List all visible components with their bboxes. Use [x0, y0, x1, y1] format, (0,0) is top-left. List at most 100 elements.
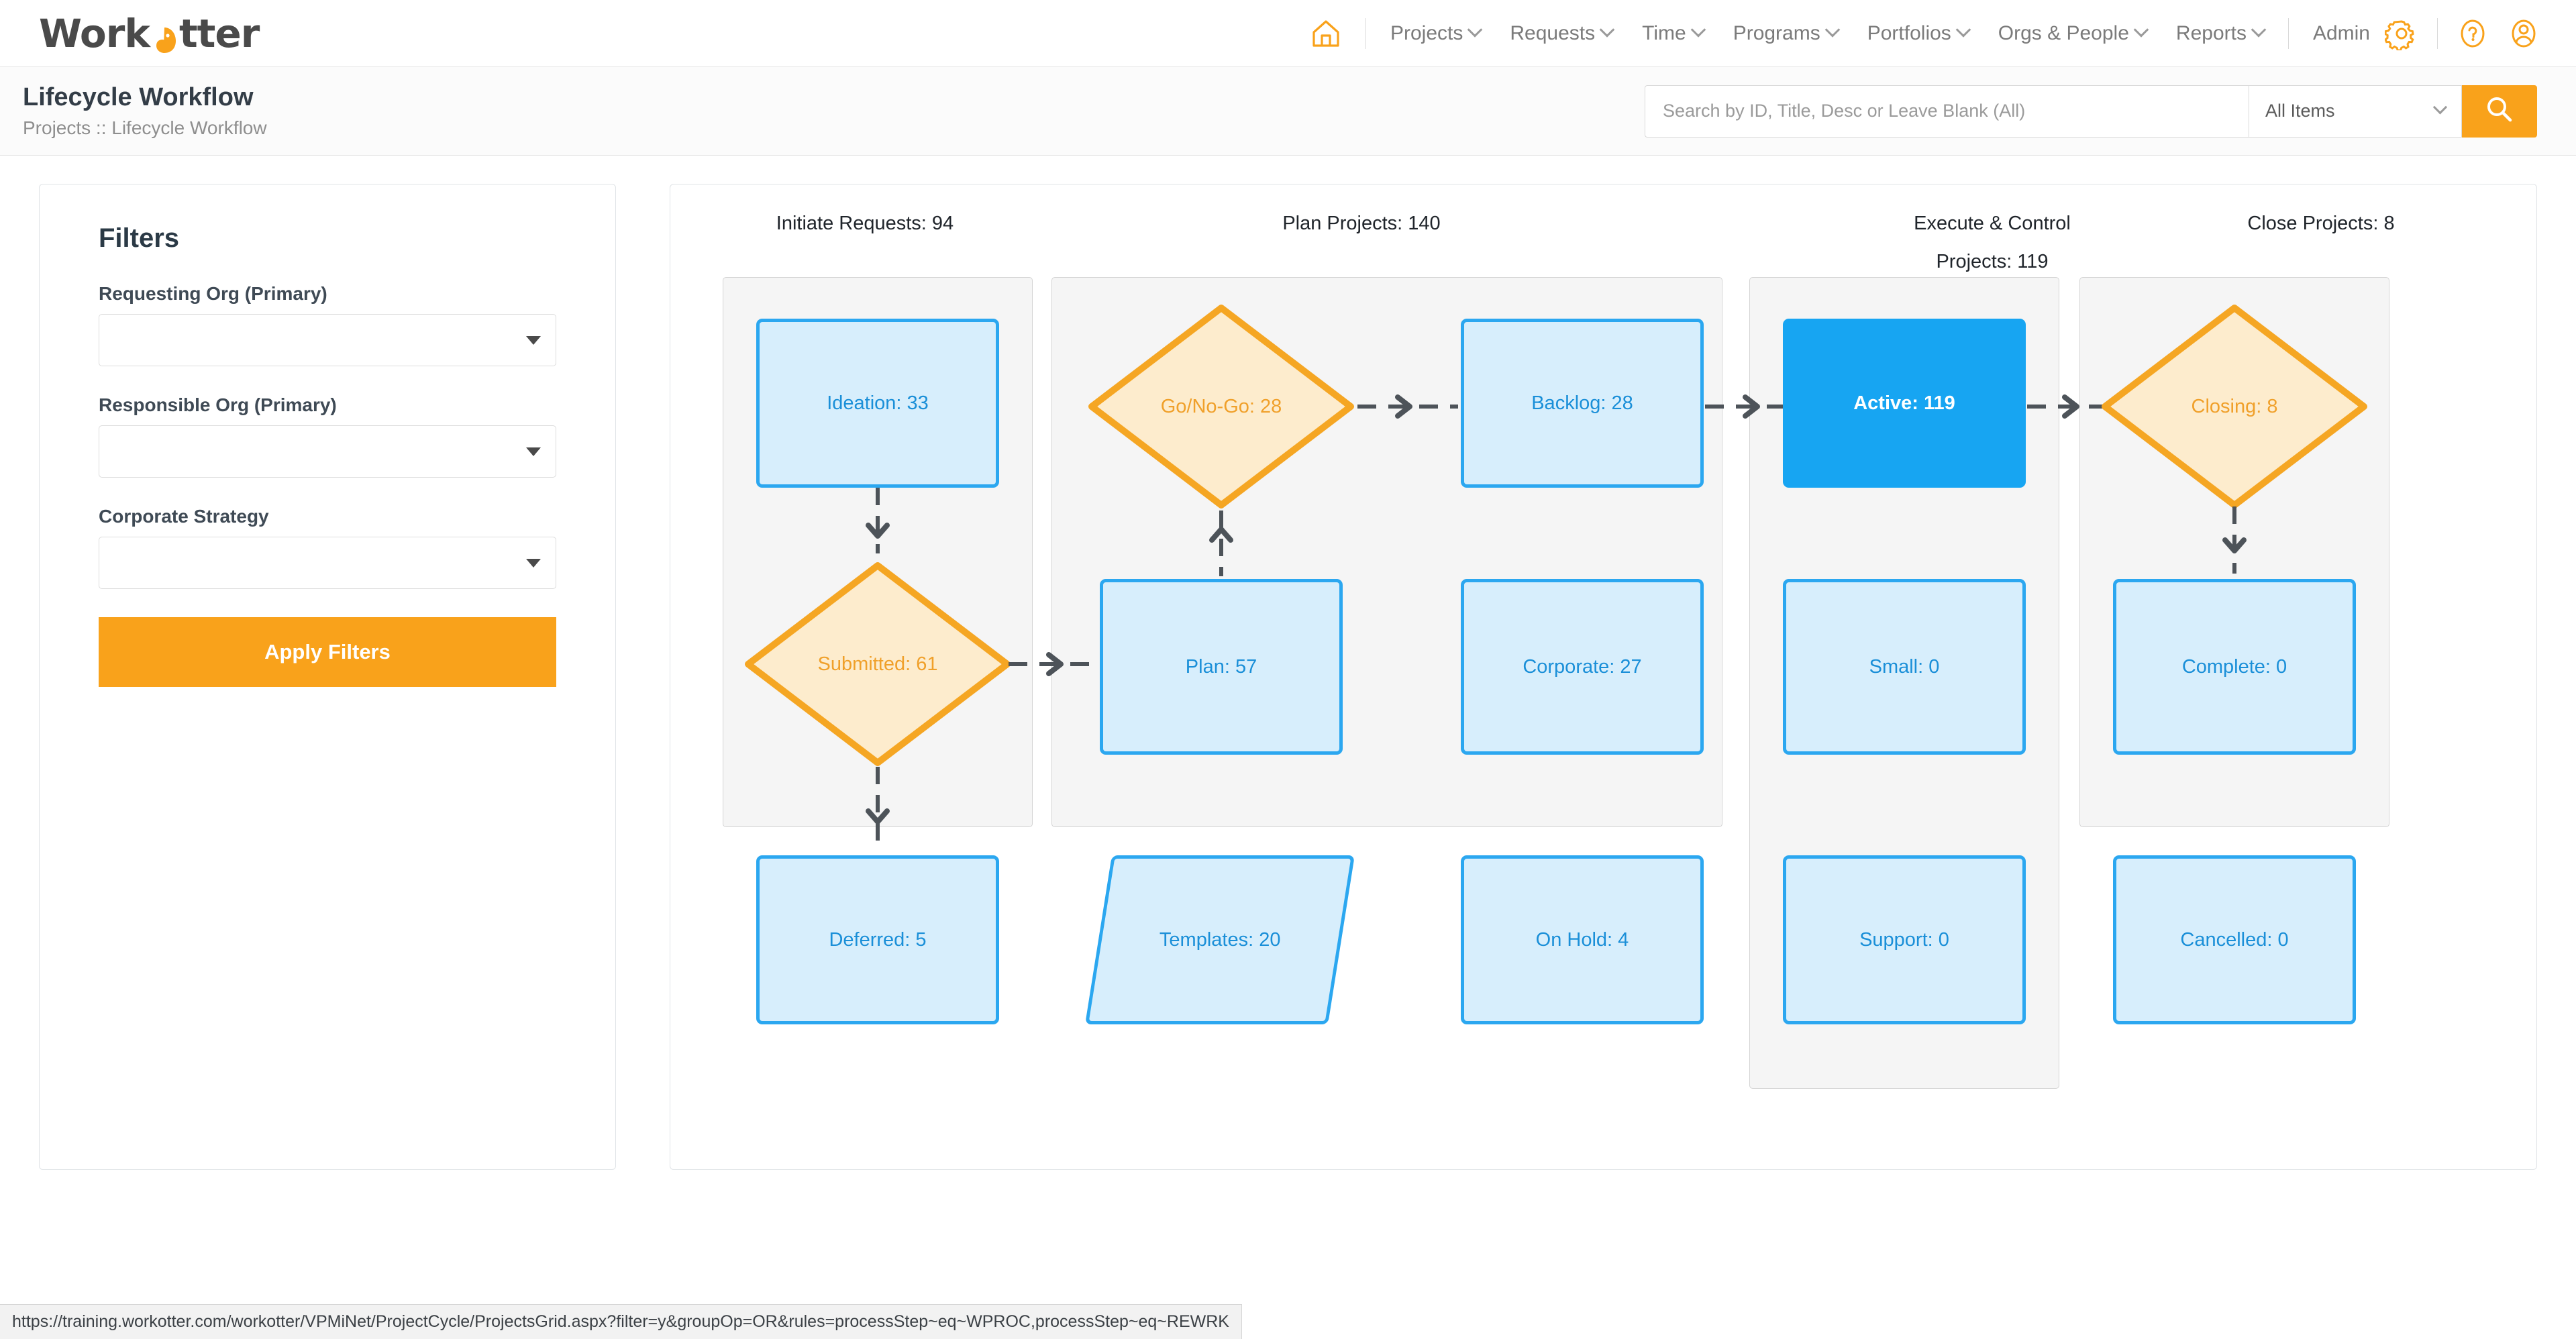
node-submitted[interactable]: Submitted: 61: [743, 560, 1013, 768]
status-bar-url: https://training.workotter.com/workotter…: [0, 1304, 1242, 1339]
node-small[interactable]: Small: 0: [1783, 579, 2026, 755]
node-templates[interactable]: Templates: 20: [1085, 855, 1355, 1024]
otter-icon: [150, 19, 178, 53]
node-corporate[interactable]: Corporate: 27: [1461, 579, 1704, 755]
node-complete[interactable]: Complete: 0: [2113, 579, 2356, 755]
arrow-ideation-to-submitted: [864, 488, 891, 561]
chevron-down-icon: [2251, 21, 2267, 38]
arrow-closing-to-complete: [2221, 506, 2248, 580]
node-support[interactable]: Support: 0: [1783, 855, 2026, 1024]
chevron-down-icon: [1467, 21, 1483, 38]
search-bar: Search by ID, Title, Desc or Leave Blank…: [1645, 85, 2537, 138]
node-deferred[interactable]: Deferred: 5: [756, 855, 999, 1024]
brand-suffix: tter: [178, 10, 260, 56]
search-input[interactable]: Search by ID, Title, Desc or Leave Blank…: [1645, 85, 2249, 138]
arrow-plan-to-gonogo: [1208, 505, 1235, 579]
nav-item-reports[interactable]: Reports: [2161, 22, 2279, 45]
nav-label: Time: [1642, 21, 1686, 44]
brand-logo[interactable]: Work tter: [39, 10, 260, 56]
node-go-no-go[interactable]: Go/No-Go: 28: [1086, 303, 1356, 511]
filters-panel: Filters Requesting Org (Primary) Respons…: [39, 184, 616, 1170]
node-label: Support: 0: [1859, 928, 1949, 951]
filter-label-responsible-org: Responsible Org (Primary): [99, 394, 337, 415]
diamond-shape-icon: [1088, 305, 1354, 508]
nav-label: Requests: [1510, 21, 1596, 44]
arrow-submitted-to-plan: [1006, 651, 1113, 678]
node-ideation[interactable]: Ideation: 33: [756, 319, 999, 488]
nav-divider: [2287, 17, 2289, 49]
node-cancelled[interactable]: Cancelled: 0: [2113, 855, 2356, 1024]
chevron-down-icon: [1690, 21, 1706, 38]
main-menu: Projects Requests Time Programs Portfoli…: [1296, 17, 2549, 50]
nav-item-admin[interactable]: Admin: [2298, 22, 2375, 45]
column-header-text: Close Projects: 8: [2247, 213, 2395, 234]
node-label: Submitted: 61: [817, 653, 938, 675]
node-plan[interactable]: Plan: 57: [1100, 579, 1343, 755]
node-closing[interactable]: Closing: 8: [2100, 303, 2369, 511]
node-backlog[interactable]: Backlog: 28: [1461, 319, 1704, 488]
nav-label: Reports: [2175, 21, 2247, 44]
node-label: Backlog: 28: [1531, 392, 1633, 414]
node-label: Ideation: 33: [827, 392, 929, 414]
node-on-hold[interactable]: On Hold: 4: [1461, 855, 1704, 1024]
nav-item-portfolios[interactable]: Portfolios: [1853, 22, 1983, 45]
chevron-down-icon: [1824, 21, 1841, 38]
arrow-backlog-to-active: [1702, 393, 1810, 420]
filter-label-corporate-strategy: Corporate Strategy: [99, 506, 269, 527]
user-avatar-icon[interactable]: [2498, 17, 2549, 50]
column-header-text: Execute & Control: [1914, 213, 2071, 234]
caret-down-icon: [526, 558, 541, 568]
nav-label: Admin: [2312, 21, 2370, 44]
arrow-gonogo-to-backlog: [1355, 393, 1462, 420]
caret-down-icon: [526, 335, 541, 345]
node-label: Plan: 57: [1185, 655, 1257, 678]
page-header-text: Lifecycle Workflow Projects :: Lifecycle…: [23, 82, 267, 140]
home-icon[interactable]: [1296, 18, 1356, 49]
lifecycle-workflow-diagram: Initiate Requests: 94 Plan Projects: 140…: [670, 184, 2537, 1170]
nav-label: Portfolios: [1867, 21, 1951, 44]
brand-logo-text: Work tter: [39, 10, 260, 56]
column-header-text: Initiate Requests: 94: [776, 213, 954, 234]
page-header: Lifecycle Workflow Projects :: Lifecycle…: [0, 67, 2576, 156]
search-scope-select[interactable]: All Items: [2249, 85, 2462, 138]
node-label: Small: 0: [1869, 655, 1940, 678]
nav-label: Projects: [1390, 21, 1463, 44]
node-label: Closing: 8: [2191, 395, 2278, 417]
nav-item-requests[interactable]: Requests: [1495, 22, 1627, 45]
nav-item-programs[interactable]: Programs: [1718, 22, 1853, 45]
column-header-initiate-requests: Initiate Requests: 94: [711, 213, 1019, 235]
nav-label: Programs: [1733, 21, 1820, 44]
node-label: Templates: 20: [1159, 928, 1281, 951]
column-header-close-projects: Close Projects: 8: [2167, 213, 2475, 235]
diamond-shape-icon: [745, 562, 1011, 766]
arrow-submitted-to-deferred: [864, 767, 891, 854]
apply-filters-button[interactable]: Apply Filters: [99, 617, 556, 687]
node-label: Complete: 0: [2181, 655, 2287, 678]
node-label: On Hold: 4: [1535, 928, 1629, 951]
chevron-down-icon: [2432, 100, 2448, 115]
node-label: Deferred: 5: [829, 928, 927, 951]
nav-item-orgs-and-people[interactable]: Orgs & People: [1983, 22, 2161, 45]
nav-label: Orgs & People: [1998, 21, 2129, 44]
node-active[interactable]: Active: 119: [1783, 319, 2026, 488]
nav-item-time[interactable]: Time: [1627, 22, 1718, 45]
search-button[interactable]: [2462, 85, 2537, 138]
column-header-text: Plan Projects: 140: [1282, 213, 1441, 234]
nav-divider: [2437, 17, 2438, 49]
filter-select-responsible-org[interactable]: [99, 425, 556, 478]
nav-item-projects[interactable]: Projects: [1376, 22, 1495, 45]
help-circle-icon[interactable]: [2447, 17, 2498, 50]
node-label: Cancelled: 0: [2180, 928, 2289, 951]
gear-icon[interactable]: [2375, 17, 2428, 50]
filter-label-requesting-org: Requesting Org (Primary): [99, 283, 327, 304]
caret-down-icon: [526, 447, 541, 456]
breadcrumb: Projects :: Lifecycle Workflow: [23, 117, 267, 138]
page-content: Filters Requesting Org (Primary) Respons…: [0, 156, 2576, 1303]
node-label: Active: 119: [1853, 392, 1955, 414]
filters-title: Filters: [99, 223, 180, 253]
page-title: Lifecycle Workflow: [23, 83, 254, 112]
filter-select-corporate-strategy[interactable]: [99, 537, 556, 589]
filter-select-requesting-org[interactable]: [99, 314, 556, 366]
diamond-shape-icon: [2102, 305, 2367, 508]
search-scope-value: All Items: [2265, 101, 2335, 121]
